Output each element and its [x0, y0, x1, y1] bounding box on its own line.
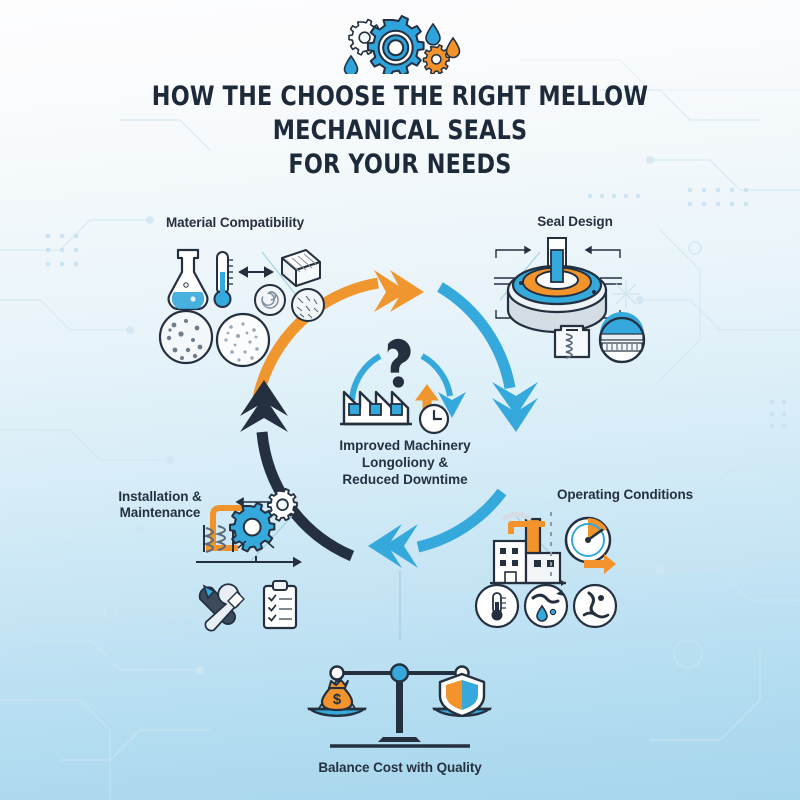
clock-icon [418, 403, 450, 435]
water-droplet-icon [425, 22, 441, 46]
texture-sample-icon [291, 288, 325, 322]
factory-icon [340, 390, 412, 426]
node-seal-design[interactable] [494, 237, 646, 364]
wrench-screwdriver-icon [198, 583, 245, 632]
flask-icon [167, 248, 209, 311]
gears-icon [229, 487, 298, 553]
mechanical-seal-ring-icon [506, 249, 608, 334]
node-balance-cost-quality[interactable]: $ [306, 663, 493, 748]
label-balance-cost-quality: Balance Cost with Quality [318, 760, 482, 775]
page-title: HOW THE CHOOSE THE RIGHT MELLOW MECHANIC… [32, 74, 768, 181]
svg-text:$: $ [333, 691, 342, 708]
arc-blue-bottom [368, 488, 507, 568]
arc-blue-right [437, 282, 538, 432]
node-material-compatibility[interactable] [158, 248, 325, 368]
label-material-compatibility: Material Compatibility [165, 215, 305, 230]
pressure-gauge-icon [564, 516, 612, 564]
gears-water-droplets-icon [343, 15, 461, 78]
corrosion-icon [572, 583, 618, 629]
center-hub [340, 338, 466, 435]
speckled-sample-icon [215, 312, 271, 368]
metal-block-icon [281, 249, 321, 287]
spring-icon [202, 525, 234, 553]
title-line-1: HOW THE CHOOSE THE RIGHT MELLOW MECHANIC… [151, 81, 649, 146]
node-installation-maintenance[interactable] [196, 487, 302, 632]
double-arrow-icon [237, 266, 275, 278]
label-installation-maintenance: Installation & Maintenance [118, 489, 202, 521]
arc-orange [252, 270, 424, 400]
header: HOW THE CHOOSE THE RIGHT MELLOW MECHANIC… [0, 0, 800, 181]
title-line-2: FOR YOUR NEEDS [288, 148, 512, 180]
orange-arrow-icon [584, 554, 616, 574]
dotted-sample-icon [158, 309, 214, 365]
spring-housing-icon [553, 324, 591, 359]
checklist-clipboard-icon [262, 580, 298, 630]
center-hub-text: Improved Machinery Longoliony & Reduced … [339, 438, 471, 487]
thermometer-icon [213, 251, 233, 308]
leak-drip-icon [523, 583, 569, 629]
node-operating-conditions[interactable] [474, 512, 618, 629]
question-mark-icon [387, 338, 411, 388]
logo [0, 0, 800, 78]
shield-icon [438, 672, 486, 718]
label-seal-design: Seal Design [537, 214, 613, 229]
water-droplet-icon [445, 36, 461, 59]
spiral-sample-icon [254, 284, 286, 316]
starburst-decoration [612, 280, 640, 308]
money-bag-icon: $ [320, 679, 354, 712]
factory-plant-icon [490, 512, 566, 586]
label-operating-conditions: Operating Conditions [557, 487, 693, 502]
layered-disc-icon [598, 312, 646, 364]
temperature-icon [474, 583, 520, 629]
